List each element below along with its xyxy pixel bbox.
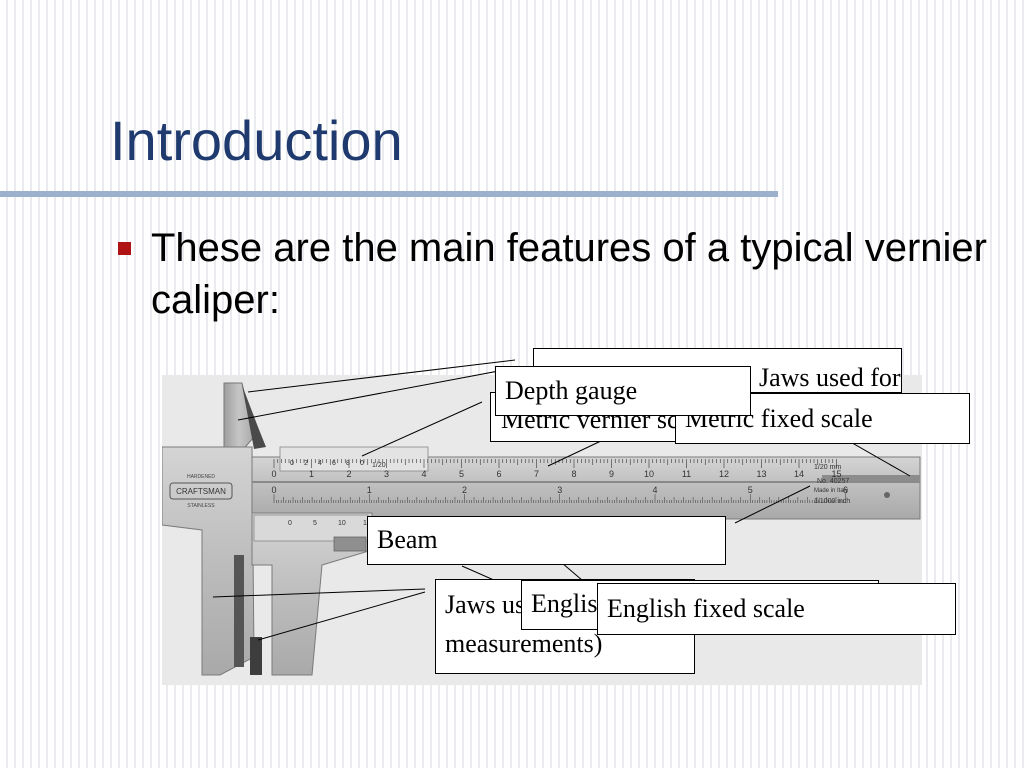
- english-tick-label: 0: [271, 485, 276, 495]
- vernier-english-label: 5: [313, 520, 317, 527]
- origin-text: Made in Italy: [814, 488, 848, 494]
- metric-tick-label: 3: [384, 469, 389, 479]
- label-english-fixed-text: English fixed scale: [607, 594, 805, 623]
- brand-text: CRAFTSMAN: [176, 487, 226, 496]
- title-divider: [0, 191, 778, 197]
- label-english-fixed: English fixed scale: [597, 583, 956, 635]
- vernier-metric-label: 6: [332, 460, 336, 467]
- vernier-fraction-text: 1/20: [372, 462, 386, 469]
- metric-tick-label: 13: [756, 469, 766, 479]
- vernier-metric-label: 4: [318, 460, 322, 467]
- vernier-metric-label: 2: [304, 460, 308, 467]
- english-tick-label: 4: [652, 485, 657, 495]
- english-tick-label: 2: [462, 485, 467, 495]
- metric-tick-label: 6: [496, 469, 501, 479]
- metric-resolution-text: 1/20 mm: [814, 464, 841, 471]
- square-bullet-icon: [118, 242, 131, 255]
- label-depth-gauge: Depth gauge: [495, 366, 751, 416]
- inch-resolution-text: 1/1000 inch: [814, 498, 850, 505]
- metric-tick-label: 10: [644, 469, 654, 479]
- stamp-top-text: HARDENED: [187, 474, 215, 480]
- vernier-metric-label: 8: [346, 460, 350, 467]
- vernier-metric-numbers: 0 2 4 6 8 0: [290, 460, 364, 467]
- vernier-metric-label: 0: [290, 460, 294, 467]
- model-text: No. 40257: [817, 478, 849, 485]
- metric-tick-label: 5: [459, 469, 464, 479]
- label-beam-text: Beam: [377, 525, 438, 554]
- label-inside-jaws-text: Jaws used for inside: [759, 363, 901, 392]
- metric-tick-label: 9: [609, 469, 614, 479]
- vernier-english-numbers: 0 5 10 15: [288, 520, 371, 527]
- vernier-metric-label: 0: [360, 460, 364, 467]
- label-depth-gauge-text: Depth gauge: [505, 376, 638, 405]
- label-outside-jaws-line2: measurements): [445, 629, 603, 658]
- english-tick-label: 5: [748, 485, 753, 495]
- metric-tick-label: 1: [309, 469, 314, 479]
- metric-tick-label: 8: [571, 469, 576, 479]
- metric-tick-label: 7: [534, 469, 539, 479]
- bullet-text: These are the main features of a typical…: [151, 226, 987, 322]
- metric-tick-label: 0: [271, 469, 276, 479]
- stamp-bottom-text: STAINLESS: [187, 503, 215, 509]
- metric-tick-label: 11: [682, 469, 691, 479]
- label-beam: Beam: [367, 516, 726, 565]
- vernier-english-label: 15: [363, 520, 371, 527]
- metric-tick-label: 4: [421, 469, 426, 479]
- english-tick-label: 6: [843, 485, 848, 495]
- metric-tick-label: 12: [719, 469, 729, 479]
- slide-title: Introduction: [110, 109, 403, 172]
- vernier-english-label: 10: [338, 520, 346, 527]
- metric-tick-label: 2: [346, 469, 351, 479]
- vernier-english-label: 0: [288, 520, 292, 527]
- metric-tick-label: 14: [794, 469, 804, 479]
- english-tick-label: 3: [557, 485, 562, 495]
- english-tick-label: 1: [367, 485, 372, 495]
